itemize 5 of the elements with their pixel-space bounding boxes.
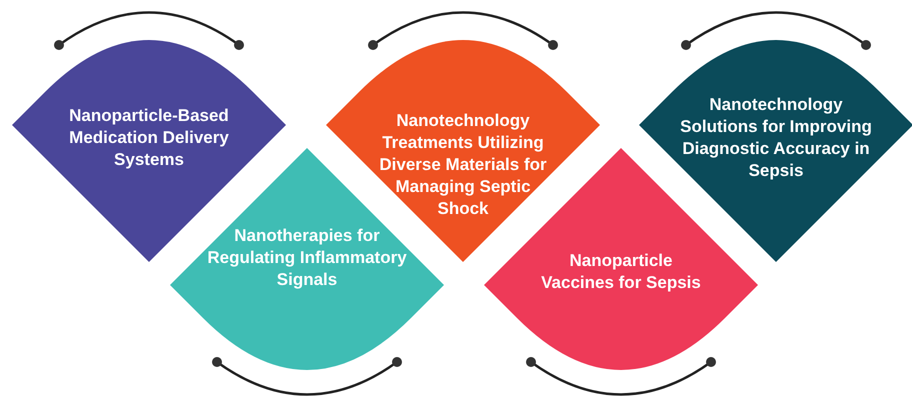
node-text: Nanoparticle-Based Medication Delivery Systems: [68, 105, 230, 171]
node-text: Nanotechnology Treatments Utilizing Diverse Materials for Managing Septic Shock: [378, 110, 548, 220]
node-text: Nanotherapies for Regulating Inflammatory Signals: [207, 225, 407, 291]
node-text: Nanoparticle Vaccines for Sepsis: [540, 250, 702, 294]
node-text: Nanotechnology Solutions for Improving Diagnostic Accuracy in Sepsis: [679, 94, 873, 182]
